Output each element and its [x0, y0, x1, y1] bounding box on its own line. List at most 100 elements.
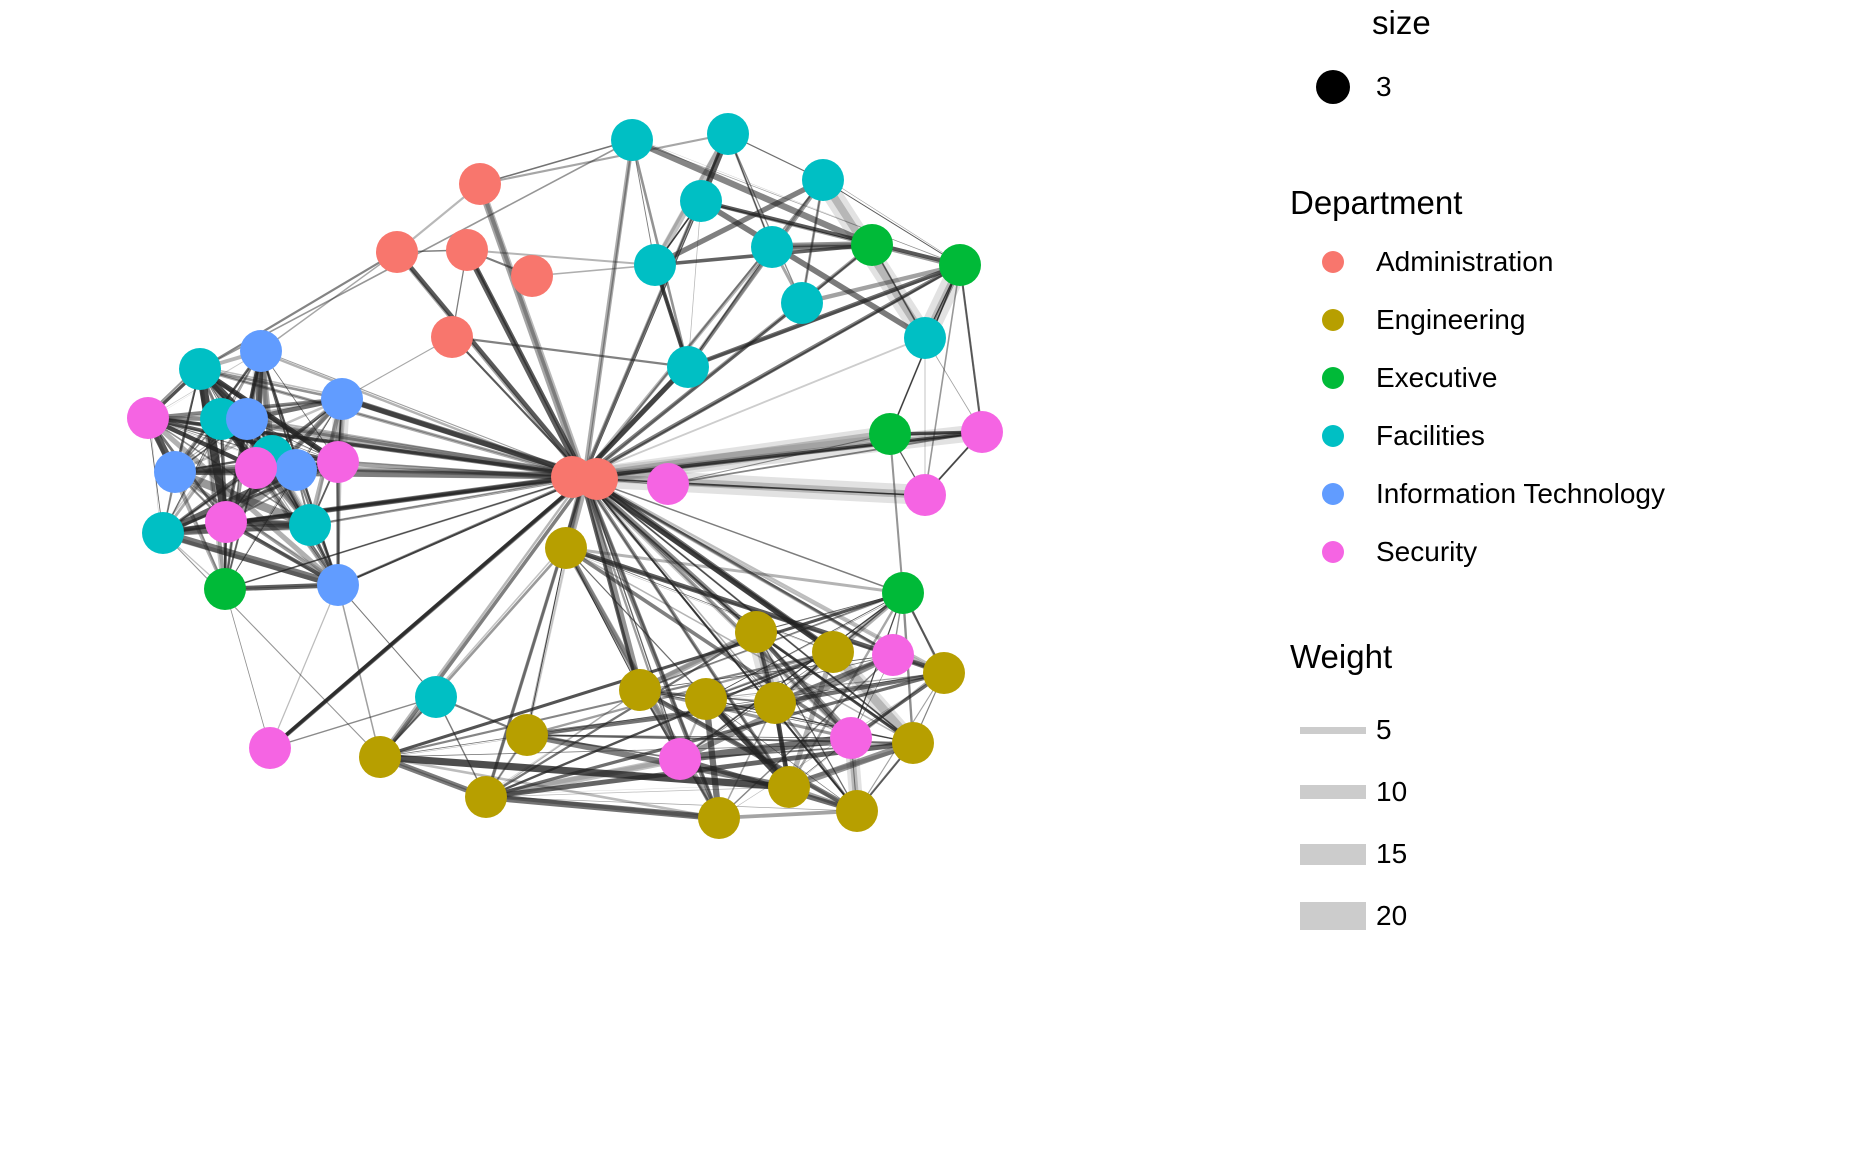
graph-node[interactable]: [707, 113, 749, 155]
graph-node[interactable]: [892, 722, 934, 764]
security-key: [1290, 541, 1376, 563]
graph-edge: [379, 672, 945, 758]
graph-node[interactable]: [735, 611, 777, 653]
weight-item-10[interactable]: 10: [1290, 761, 1872, 823]
graph-node[interactable]: [667, 346, 709, 388]
legend-item-engineering[interactable]: Engineering: [1290, 291, 1872, 349]
graph-node[interactable]: [754, 682, 796, 724]
graph-edge: [379, 753, 790, 791]
legend-item-administration[interactable]: Administration: [1290, 233, 1872, 291]
graph-edge: [787, 592, 905, 788]
graph-edge: [147, 417, 311, 526]
legend-label-engineering: Engineering: [1376, 304, 1526, 335]
graph-node[interactable]: [275, 449, 317, 491]
weight-item-15[interactable]: 15: [1290, 823, 1872, 885]
graph-node[interactable]: [939, 244, 981, 286]
graph-node[interactable]: [127, 397, 169, 439]
graph-node[interactable]: [205, 501, 247, 543]
graph-node[interactable]: [359, 736, 401, 778]
weight-item-20[interactable]: 20: [1290, 885, 1872, 947]
graph-node[interactable]: [317, 441, 359, 483]
graph-node-administration-hub[interactable]: [576, 458, 618, 500]
graph-node[interactable]: [869, 413, 911, 455]
graph-node[interactable]: [289, 504, 331, 546]
circle-marker-icon: [1322, 251, 1344, 273]
graph-edge: [924, 264, 961, 496]
graph-edge: [667, 433, 891, 485]
graph-node[interactable]: [634, 244, 676, 286]
graph-edge: [584, 140, 635, 480]
graph-node[interactable]: [830, 717, 872, 759]
graph-edge: [198, 368, 227, 590]
legend-item-information-technology[interactable]: Information Technology: [1290, 465, 1872, 523]
graph-node[interactable]: [698, 797, 740, 839]
graph-node[interactable]: [781, 282, 823, 324]
graph-edge: [527, 476, 586, 735]
graph-node[interactable]: [511, 255, 553, 297]
graph-node[interactable]: [685, 678, 727, 720]
graph-node[interactable]: [836, 790, 878, 832]
graph-node[interactable]: [506, 714, 548, 756]
graph-edge: [801, 262, 961, 306]
graph-edge: [225, 476, 583, 524]
graph-node[interactable]: [647, 463, 689, 505]
network-graph-svg: [127, 113, 1003, 839]
graph-edge: [583, 423, 983, 486]
graph-node[interactable]: [812, 631, 854, 673]
graph-nodes: [127, 113, 1003, 839]
graph-node[interactable]: [459, 163, 501, 205]
graph-node[interactable]: [465, 776, 507, 818]
graph-node[interactable]: [249, 727, 291, 769]
graph-node[interactable]: [659, 738, 701, 780]
graph-node[interactable]: [680, 180, 722, 222]
graph-node[interactable]: [802, 159, 844, 201]
graph-node[interactable]: [751, 226, 793, 268]
legend-panel: size 3 Department Administration En: [1290, 0, 1872, 1152]
graph-node[interactable]: [235, 447, 277, 489]
graph-edge: [638, 629, 758, 693]
graph-node[interactable]: [415, 676, 457, 718]
legend-item-security[interactable]: Security: [1290, 523, 1872, 581]
graph-edge: [888, 433, 905, 594]
graph-edge: [200, 369, 587, 480]
graph-node[interactable]: [872, 634, 914, 676]
graph-node[interactable]: [142, 512, 184, 554]
graph-node[interactable]: [376, 231, 418, 273]
weight-item-5[interactable]: 5: [1290, 699, 1872, 761]
graph-node[interactable]: [226, 398, 268, 440]
legend-item-facilities[interactable]: Facilities: [1290, 407, 1872, 465]
graph-node[interactable]: [904, 317, 946, 359]
graph-node[interactable]: [882, 572, 924, 614]
graph-node[interactable]: [154, 451, 196, 493]
graph-node[interactable]: [904, 474, 946, 516]
graph-edge: [689, 244, 772, 365]
graph-node[interactable]: [446, 229, 488, 271]
graph-node[interactable]: [240, 330, 282, 372]
graph-node[interactable]: [317, 564, 359, 606]
graph-edge: [486, 783, 790, 795]
graph-edge: [396, 250, 588, 479]
graph-edge: [825, 177, 961, 264]
graph-node[interactable]: [619, 669, 661, 711]
graph-edge: [705, 654, 894, 700]
graph-edge: [476, 182, 586, 478]
graph-node[interactable]: [768, 766, 810, 808]
graph-edge: [565, 547, 641, 691]
graph-node[interactable]: [179, 348, 221, 390]
graph-edge: [757, 632, 855, 737]
graph-edge: [754, 630, 853, 740]
graph-edge: [583, 201, 702, 480]
legend-item-executive[interactable]: Executive: [1290, 349, 1872, 407]
graph-node[interactable]: [961, 411, 1003, 453]
graph-edge: [585, 243, 874, 478]
graph-node[interactable]: [851, 224, 893, 266]
graph-edge: [583, 336, 926, 477]
graph-node[interactable]: [321, 378, 363, 420]
graph-node[interactable]: [545, 527, 587, 569]
graph-node[interactable]: [923, 652, 965, 694]
graph-node[interactable]: [611, 119, 653, 161]
graph-edge: [653, 177, 825, 268]
graph-edge: [630, 137, 874, 248]
graph-node[interactable]: [431, 316, 473, 358]
graph-node[interactable]: [204, 568, 246, 610]
